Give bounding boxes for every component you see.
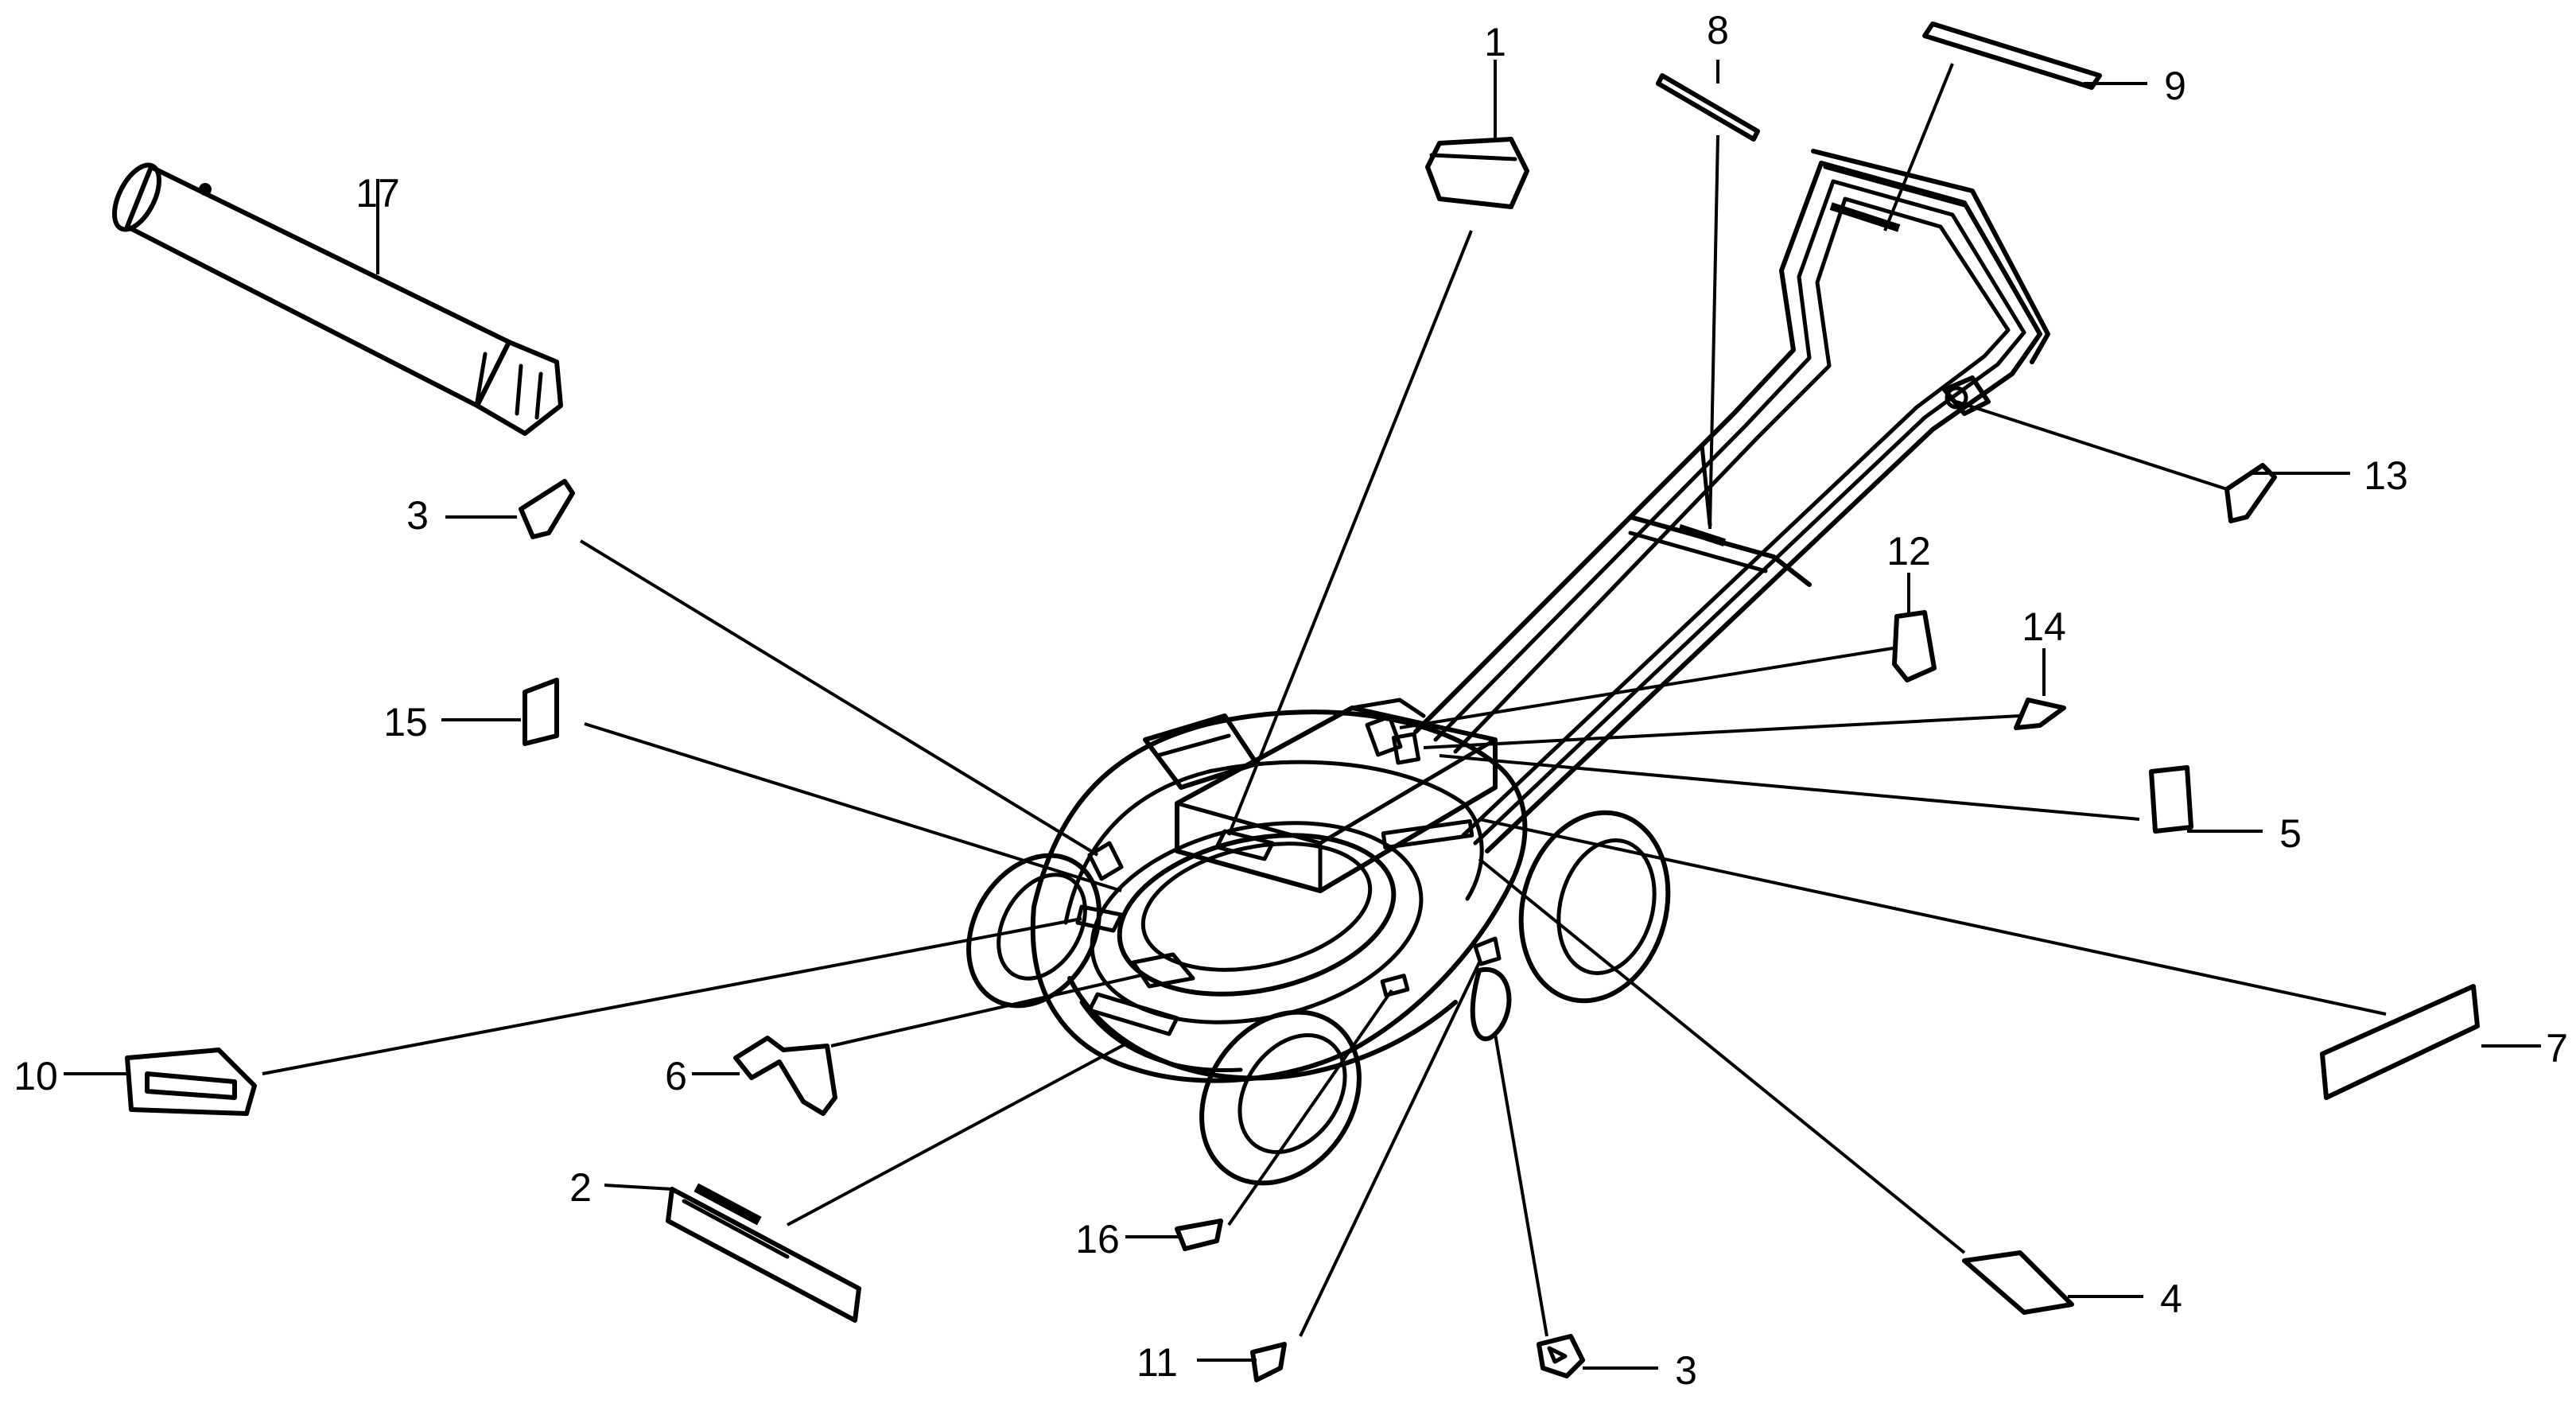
decal-9-shape: [1922, 21, 2102, 90]
callout-9: 9: [2164, 64, 2186, 108]
decal-13-shape: [2224, 463, 2277, 523]
callout-4: 4: [2160, 1277, 2182, 1321]
callout-3-lower: 3: [1675, 1348, 1697, 1393]
callout-labels: 1 2 3 3 4 5 6 7 8 9 10 11 12 13 14 15 16…: [14, 8, 2568, 1393]
callout-11: 11: [1136, 1340, 1178, 1385]
callout-6: 6: [665, 1054, 687, 1098]
decal-15-shape: [523, 678, 559, 746]
extension-tube-part: [112, 162, 563, 436]
decal-11-shape: [1250, 1342, 1287, 1382]
decal-2-shape: [666, 1187, 861, 1323]
decal-3-upper-shape: [519, 479, 575, 539]
decal-10-shape: [125, 1048, 257, 1116]
callout-8: 8: [1707, 8, 1729, 52]
callout-17: 17: [356, 171, 400, 216]
callout-15: 15: [383, 700, 428, 744]
callout-14: 14: [2022, 604, 2066, 649]
mower-wheels: [966, 810, 1671, 1186]
callout-5: 5: [2279, 811, 2302, 856]
mower-handle: [1413, 149, 2050, 853]
callout-10: 10: [14, 1054, 58, 1098]
decal-12-shape: [1892, 610, 1937, 682]
callout-16: 16: [1075, 1217, 1120, 1261]
decal-5-shape: [2149, 765, 2193, 834]
callout-12: 12: [1886, 529, 1931, 573]
decal-14-shape: [2014, 698, 2066, 730]
callout-7: 7: [2546, 1026, 2568, 1071]
decal-7-shape: [2320, 984, 2480, 1100]
decal-1-shape: [1425, 137, 1529, 209]
decal-8-shape: [1656, 73, 1760, 142]
leader-lines: [64, 60, 2541, 1370]
deck-decal-marks: [1075, 841, 1502, 1036]
decal-6-shape: [733, 1036, 837, 1116]
decal-16-shape: [1175, 1219, 1223, 1251]
mower-drawing: [966, 149, 2050, 1186]
callout-2: 2: [569, 1165, 592, 1210]
decal-parts: [125, 21, 2480, 1382]
callout-1: 1: [1484, 20, 1506, 64]
decal-3-lower-shape: [1537, 1334, 1585, 1378]
callout-3-upper: 3: [406, 493, 429, 538]
callout-13: 13: [2364, 453, 2408, 498]
decal-4-shape: [1962, 1250, 2074, 1315]
mower-motor-hood: [1175, 698, 1498, 893]
